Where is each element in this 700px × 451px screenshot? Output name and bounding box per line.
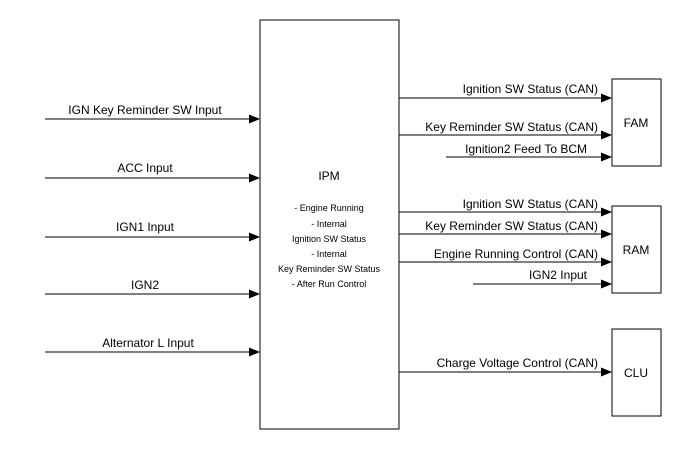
ram-signal: Ignition SW Status (CAN) bbox=[399, 197, 612, 217]
fam-title: FAM bbox=[624, 116, 649, 130]
ipm-detail: Key Reminder SW Status bbox=[278, 264, 381, 274]
ipm-detail: - After Run Control bbox=[292, 279, 367, 289]
input-label: IGN2 bbox=[131, 278, 159, 292]
arrow-head bbox=[601, 152, 612, 162]
input-ign2: IGN2 bbox=[45, 278, 260, 299]
ram-signal: IGN2 Input bbox=[473, 268, 612, 289]
clu-signal: Charge Voltage Control (CAN) bbox=[399, 356, 612, 377]
input-label: Alternator L Input bbox=[102, 336, 194, 350]
ipm-title: IPM bbox=[318, 169, 339, 183]
arrow-head bbox=[601, 229, 612, 239]
arrow-head bbox=[601, 93, 612, 103]
ipm-detail: - Engine Running bbox=[294, 203, 364, 213]
signal-label: Engine Running Control (CAN) bbox=[434, 247, 598, 261]
ram-block bbox=[611, 205, 662, 294]
arrow-head bbox=[601, 130, 612, 140]
signal-label: Key Reminder SW Status (CAN) bbox=[425, 219, 598, 233]
input-alternator-l: Alternator L Input bbox=[45, 336, 260, 357]
ipm-detail: - Internal bbox=[311, 219, 347, 229]
input-ign-key-reminder: IGN Key Reminder SW Input bbox=[45, 103, 260, 124]
arrow-head bbox=[249, 289, 260, 299]
input-label: IGN Key Reminder SW Input bbox=[68, 103, 222, 117]
signal-label: Key Reminder SW Status (CAN) bbox=[425, 120, 598, 134]
arrow-head bbox=[249, 232, 260, 242]
input-label: ACC Input bbox=[117, 161, 173, 175]
fam-signal: Key Reminder SW Status (CAN) bbox=[399, 120, 612, 140]
ram-signal: Engine Running Control (CAN) bbox=[399, 247, 612, 267]
arrow-head bbox=[249, 347, 260, 357]
arrow-head bbox=[601, 367, 612, 377]
fam-signal: Ignition2 Feed To BCM bbox=[446, 142, 612, 162]
fam-signal: Ignition SW Status (CAN) bbox=[399, 82, 612, 103]
arrow-head bbox=[601, 279, 612, 289]
clu-title: CLU bbox=[624, 366, 648, 380]
fam-block bbox=[611, 78, 662, 167]
signal-label: Ignition SW Status (CAN) bbox=[463, 197, 598, 211]
signal-label: IGN2 Input bbox=[529, 268, 588, 282]
signal-label: Ignition2 Feed To BCM bbox=[465, 142, 587, 156]
ipm-detail: - Internal bbox=[311, 249, 347, 259]
arrow-head bbox=[249, 173, 260, 183]
signal-label: Ignition SW Status (CAN) bbox=[463, 82, 598, 96]
clu-block bbox=[611, 328, 662, 417]
ipm-detail: Ignition SW Status bbox=[292, 234, 367, 244]
arrow-head bbox=[249, 114, 260, 124]
ram-title: RAM bbox=[623, 243, 650, 257]
ram-signal: Key Reminder SW Status (CAN) bbox=[399, 219, 612, 239]
arrow-head bbox=[601, 257, 612, 267]
input-label: IGN1 Input bbox=[116, 220, 175, 234]
signal-label: Charge Voltage Control (CAN) bbox=[437, 356, 598, 370]
input-ign1: IGN1 Input bbox=[45, 220, 260, 242]
input-acc: ACC Input bbox=[45, 161, 260, 183]
ipm-block bbox=[259, 19, 400, 430]
arrow-head bbox=[601, 207, 612, 217]
